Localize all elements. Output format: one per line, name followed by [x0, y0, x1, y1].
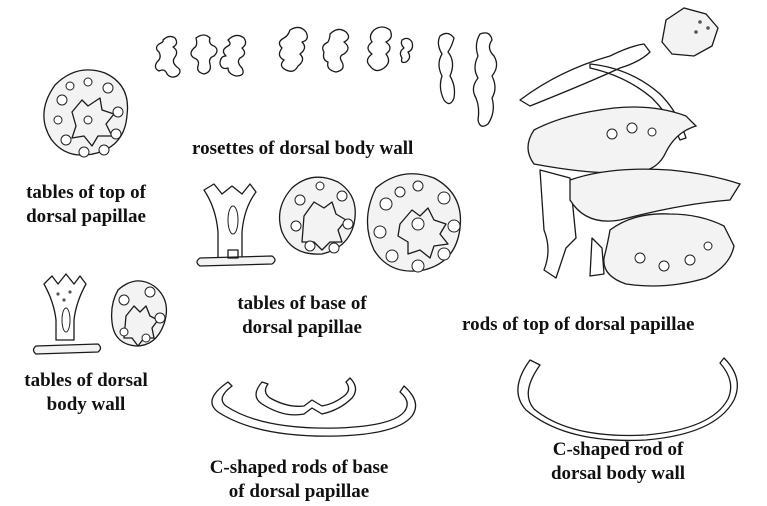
tables-base-papillae-drawing: [197, 174, 460, 272]
label-rosettes-text: rosettes of dorsal body wall: [192, 137, 413, 161]
label-tables-top-line2: dorsal papillae: [2, 205, 170, 229]
label-tables-wall-line1: tables of dorsal: [2, 369, 170, 393]
label-tables-body-wall: tables of dorsal body wall: [2, 369, 170, 417]
c-rod-wall-drawing: [518, 358, 737, 440]
label-tables-wall-line2: body wall: [2, 393, 170, 417]
label-c-rod-wall: C-shaped rod of dorsal body wall: [528, 438, 708, 486]
label-tables-top-line1: tables of top of: [2, 181, 170, 205]
label-tables-base-papillae: tables of base of dorsal papillae: [222, 292, 382, 340]
c-rods-base-drawing: [212, 378, 416, 436]
label-rods-top-text: rods of top of dorsal papillae: [462, 313, 694, 337]
label-tables-base-line2: dorsal papillae: [222, 316, 382, 340]
label-rods-top-papillae: rods of top of dorsal papillae: [462, 313, 694, 337]
rosettes-drawing: [155, 27, 496, 126]
label-crods-base-line2: of dorsal papillae: [184, 480, 414, 504]
label-tables-top-papillae: tables of top of dorsal papillae: [2, 181, 170, 229]
label-tables-base-line1: tables of base of: [222, 292, 382, 316]
label-crod-wall-line2: dorsal body wall: [528, 462, 708, 486]
label-crods-base-line1: C-shaped rods of base: [184, 456, 414, 480]
label-rosettes: rosettes of dorsal body wall: [192, 137, 413, 161]
label-crod-wall-line1: C-shaped rod of: [528, 438, 708, 462]
tables-body-wall-drawing: [34, 274, 167, 354]
table-top-papillae-drawing: [44, 70, 128, 157]
rods-top-papillae-drawing: [520, 8, 740, 286]
label-c-rods-base: C-shaped rods of base of dorsal papillae: [184, 456, 414, 504]
